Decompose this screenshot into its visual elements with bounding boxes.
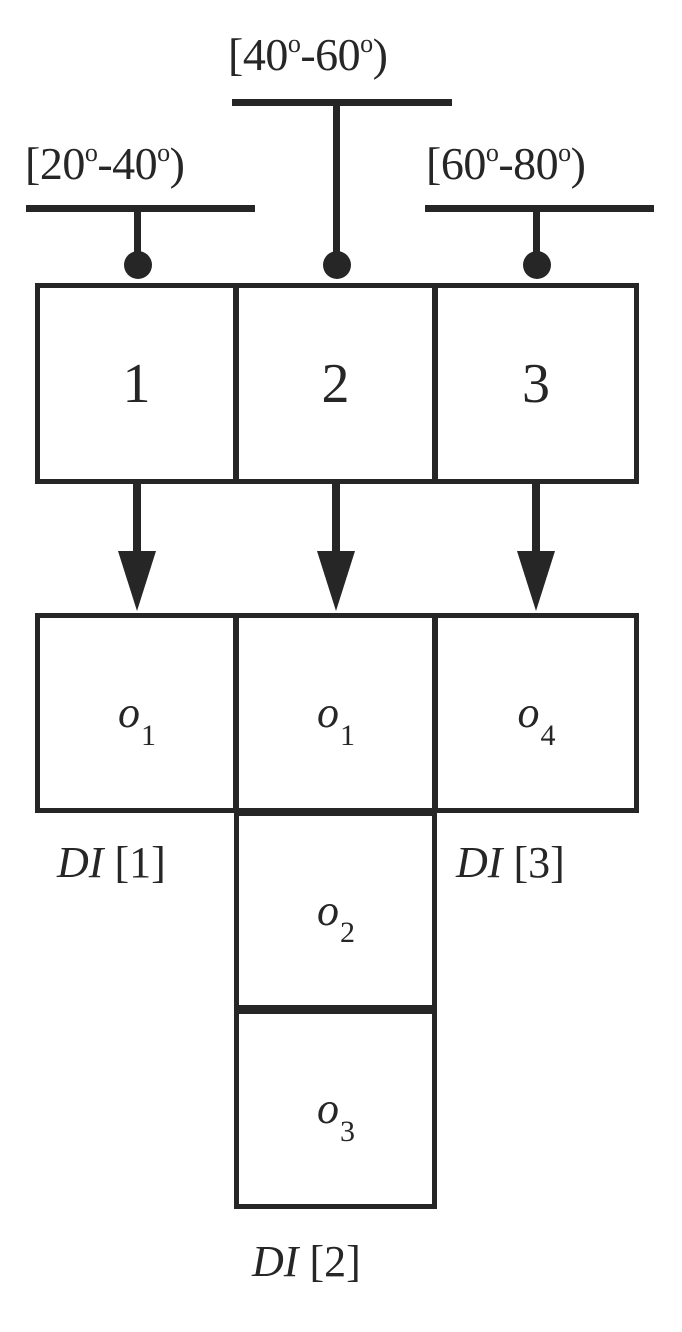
degree-icon: o — [558, 137, 571, 167]
interval-stem-60-80 — [533, 212, 540, 261]
bucket-cell-2[interactable]: 2 — [234, 283, 437, 484]
degree-icon: o — [287, 28, 301, 58]
arrow-head-2 — [317, 551, 355, 611]
object-cell-o4-col3[interactable]: o4 — [433, 613, 639, 813]
di-caption-3-prefix: DI — [456, 838, 503, 887]
degree-icon: o — [360, 28, 373, 58]
interval-label-20-40-high: 40 — [112, 138, 158, 189]
degree-icon: o — [485, 137, 499, 167]
object-cell-o3-col2[interactable]: o3 — [234, 1009, 437, 1209]
interval-stem-40-60 — [333, 106, 340, 261]
arrow-head-1 — [118, 551, 156, 611]
object-cell-o1-col1[interactable]: o1 — [35, 613, 238, 813]
interval-connector-dot-40-60 — [323, 251, 351, 279]
bucket-cell-3-label: 3 — [522, 352, 550, 415]
interval-label-40-60-low: 40 — [242, 29, 289, 80]
object-label-o1-col2: o1 — [317, 688, 355, 752]
interval-label-60-80-close: ) — [570, 138, 586, 189]
degree-icon: o — [157, 137, 170, 167]
object-label-o2-col2: o2 — [317, 885, 355, 950]
di-caption-1-prefix: DI — [57, 838, 104, 887]
object-label-o3-col2: o3 — [317, 1084, 355, 1148]
object-cell-o1-col2[interactable]: o1 — [234, 613, 437, 813]
di-caption-1: DI [1] — [57, 841, 166, 885]
di-caption-2: DI [2] — [252, 1240, 361, 1284]
interval-stem-20-40 — [134, 212, 141, 261]
interval-connector-dot-20-40 — [124, 251, 152, 279]
interval-label-20-40-open: [ — [25, 138, 40, 189]
interval-label-40-60-close: ) — [372, 29, 388, 80]
interval-label-40-60-high: 60 — [315, 29, 361, 80]
di-caption-2-index: [2] — [309, 1237, 361, 1286]
interval-rule-20-40 — [26, 205, 255, 212]
di-caption-2-prefix: DI — [252, 1237, 299, 1286]
bucket-cell-2-label: 2 — [321, 352, 350, 415]
di-caption-1-index: [1] — [114, 838, 166, 887]
interval-rule-40-60 — [232, 99, 452, 106]
di-caption-3: DI [3] — [456, 841, 565, 885]
interval-label-20-40: [20o-40o) — [25, 137, 185, 189]
arrow-head-3 — [517, 551, 555, 611]
bucket-cell-1[interactable]: 1 — [35, 283, 238, 484]
interval-label-60-80-high: 80 — [513, 138, 559, 189]
degree-icon: o — [84, 137, 98, 167]
object-cell-o2-col2[interactable]: o2 — [234, 811, 437, 1010]
interval-label-60-80-open: [ — [426, 138, 441, 189]
interval-connector-dot-60-80 — [523, 251, 551, 279]
interval-label-40-60-open: [ — [228, 29, 243, 80]
interval-label-20-40-close: ) — [169, 138, 185, 189]
interval-rule-60-80 — [425, 205, 654, 212]
arrow-shaft-2 — [332, 484, 340, 556]
interval-label-20-40-low: 20 — [39, 138, 86, 189]
arrow-shaft-3 — [532, 484, 540, 556]
object-label-o4-col3: o4 — [517, 688, 556, 752]
interval-label-40-60: [40o-60o) — [228, 28, 388, 80]
bucket-cell-1-label: 1 — [122, 352, 151, 415]
object-label-o1-col1: o1 — [118, 688, 156, 752]
bucket-cell-3[interactable]: 3 — [433, 283, 639, 484]
di-caption-3-index: [3] — [513, 838, 565, 887]
interval-label-60-80-low: 60 — [440, 138, 487, 189]
interval-label-60-80: [60o-80o) — [426, 137, 586, 189]
arrow-shaft-1 — [133, 484, 141, 556]
